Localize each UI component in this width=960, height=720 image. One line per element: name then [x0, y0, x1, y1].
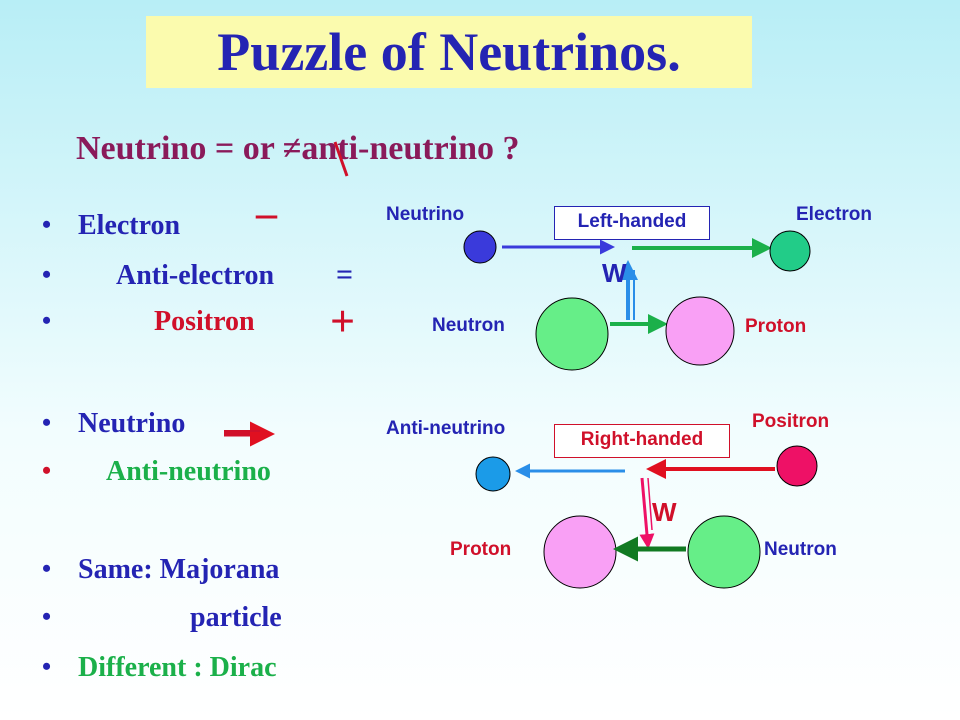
label-neutrino: Neutrino — [386, 204, 465, 225]
bullet-text: Positron — [154, 306, 255, 337]
title-box: Puzzle of Neutrinos. — [146, 16, 752, 88]
strike-line — [333, 141, 349, 177]
bullet-dot: • — [42, 260, 52, 289]
left-handed-box: Left-handed — [554, 206, 710, 240]
bullet-dot: • — [42, 306, 52, 335]
label-neutron-top: Neutron — [432, 315, 505, 336]
w-boson-down-2 — [647, 477, 653, 531]
bullet-dot: • — [42, 408, 52, 437]
bullet-dot: • — [42, 554, 52, 583]
bullet-text: Anti-electron — [116, 260, 275, 291]
label-positron: Positron — [752, 411, 830, 432]
bullet-dot: • — [42, 652, 52, 681]
bullet-text: Electron — [78, 210, 181, 241]
proton-ball-bottom — [543, 515, 617, 589]
label-anti-neutrino: Anti-neutrino — [386, 418, 506, 439]
neutron-ball-bottom — [687, 515, 761, 589]
bullet-dot: • — [42, 456, 52, 485]
right-handed-box: Right-handed — [554, 424, 730, 458]
positron-ball — [776, 445, 818, 487]
equals-sign: = — [336, 258, 354, 291]
label-proton-bottom: Proton — [450, 539, 512, 560]
label-w-top: W — [602, 258, 627, 288]
bullet-dot: • — [42, 210, 52, 239]
plus-sign: + — [330, 297, 356, 346]
neutrino-ball — [463, 230, 497, 264]
bullet-text: Same: Majorana — [78, 554, 280, 585]
bullet-text: Neutrino — [78, 408, 186, 439]
bullet-text: Different : Dirac — [78, 652, 277, 683]
proton-ball-top — [665, 296, 735, 366]
bullet-text: particle — [190, 602, 282, 633]
label-neutron-bottom: Neutron — [764, 539, 837, 560]
anti-neutrino-ball — [475, 456, 511, 492]
label-electron: Electron — [796, 204, 873, 225]
neutron-ball-top — [535, 297, 609, 371]
bullet-text: Anti-neutrino — [106, 456, 271, 487]
slide-title: Puzzle of Neutrinos. — [217, 22, 681, 82]
bullet-dot: • — [42, 602, 52, 631]
electron-ball — [769, 230, 811, 272]
minus-sign: – — [256, 191, 277, 237]
label-w-bottom: W — [652, 497, 677, 527]
subtitle: Neutrino = or ≠anti-neutrino ? — [76, 130, 520, 167]
label-proton-top: Proton — [745, 316, 807, 337]
w-boson-down — [639, 477, 655, 549]
